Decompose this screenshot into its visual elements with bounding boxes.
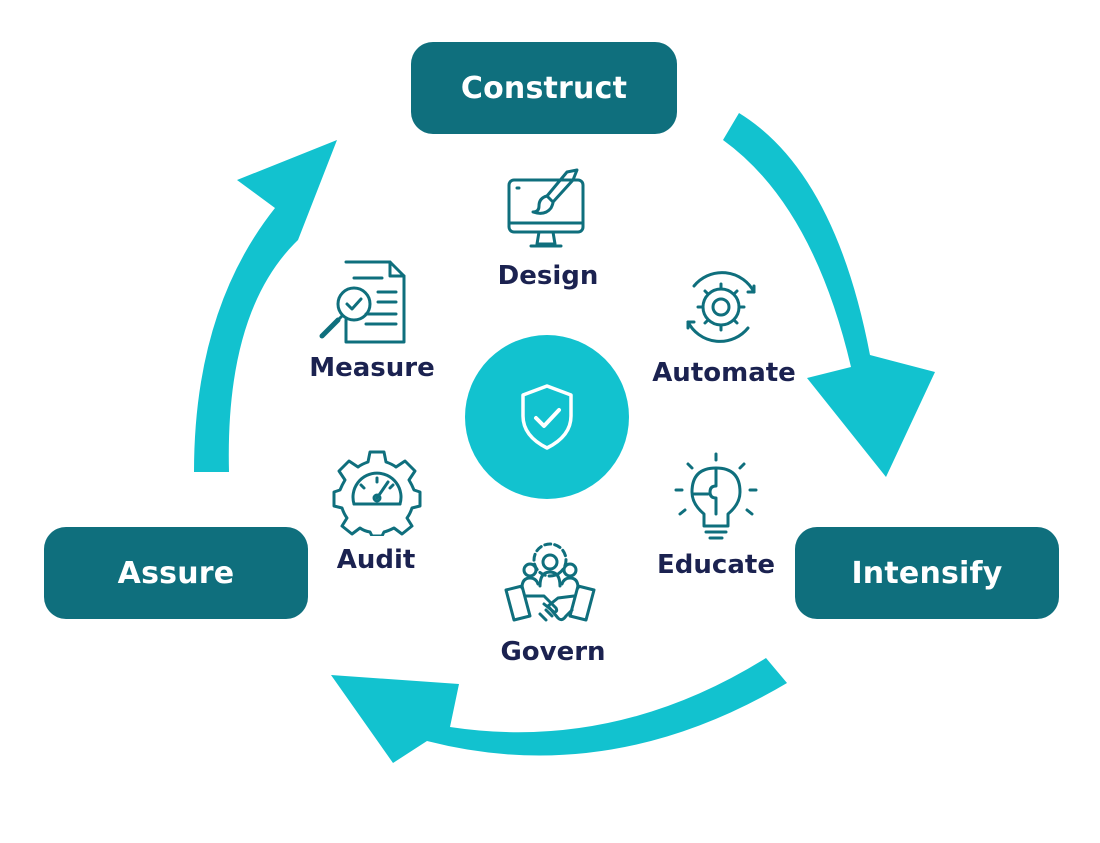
stage-intensify-box: Intensify xyxy=(795,527,1059,619)
step-govern-label: Govern xyxy=(500,637,606,667)
lightbulb-puzzle-icon xyxy=(674,452,758,540)
monitor-paintbrush-icon xyxy=(507,168,585,248)
gear-cycle-icon xyxy=(686,271,756,343)
step-design-label: Design xyxy=(497,261,599,291)
stage-intensify-label: Intensify xyxy=(851,555,1003,591)
team-handshake-icon xyxy=(504,542,596,622)
document-magnifier-icon xyxy=(319,260,406,344)
step-measure-label: Measure xyxy=(309,353,435,383)
arrow-assure-to-construct xyxy=(194,140,337,472)
stage-construct-label: Construct xyxy=(460,70,628,106)
arrow-intensify-to-assure xyxy=(331,658,787,763)
arrow-construct-to-intensify xyxy=(723,113,935,477)
center-hub xyxy=(465,335,629,499)
shield-check-icon xyxy=(521,384,573,450)
stage-assure-label: Assure xyxy=(117,555,235,591)
step-automate-label: Automate xyxy=(652,358,796,388)
stage-assure-box: Assure xyxy=(44,527,308,619)
step-audit-label: Audit xyxy=(336,545,416,575)
gear-gauge-icon xyxy=(332,450,422,536)
step-educate-label: Educate xyxy=(657,550,775,580)
stage-construct-box: Construct xyxy=(411,42,677,134)
